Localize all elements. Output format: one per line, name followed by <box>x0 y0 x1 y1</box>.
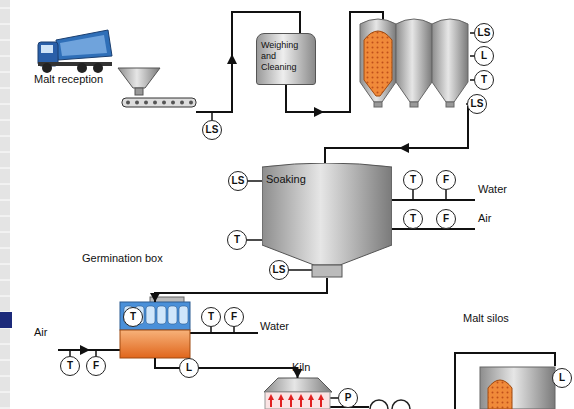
sensor-code: LS <box>471 99 484 109</box>
sensor-circle: F <box>436 170 456 190</box>
sensor-circle: T <box>403 170 423 190</box>
sensor-code: LS <box>273 265 286 275</box>
sensor-circle: T <box>60 356 80 376</box>
sensor-code: T <box>67 361 73 371</box>
sensor-circle: T <box>227 230 247 250</box>
sensor-code: L <box>186 363 192 373</box>
sensor-code: LS <box>206 125 219 135</box>
sensor-code: L <box>481 51 487 61</box>
pipe-connector <box>155 358 303 378</box>
node-title: Germination box <box>82 252 163 264</box>
process-label: Malt silos <box>463 312 509 324</box>
sensor-circle: L <box>552 368 572 388</box>
sensor-code: F <box>443 214 449 224</box>
node-title: Kiln <box>292 361 310 373</box>
sensor-code: LS <box>232 176 245 186</box>
pipe-connector <box>150 278 327 302</box>
sensor-code: L <box>559 373 565 383</box>
weigh-node: Weighing and Cleaning <box>256 33 316 85</box>
sensor-circle: F <box>86 356 106 376</box>
sensor-circle: T <box>123 307 143 327</box>
process-label: Malt reception <box>34 73 103 85</box>
sensor-circle: L <box>179 358 199 378</box>
sensor-circle: LS <box>202 120 222 140</box>
sensor-code: F <box>443 175 449 185</box>
sensor-circle: F <box>224 307 244 327</box>
process-label: Water <box>260 320 289 332</box>
sensor-code: T <box>208 312 214 322</box>
sensor-circle: T <box>403 209 423 229</box>
sensor-code: T <box>410 214 416 224</box>
sensor-code: T <box>234 235 240 245</box>
kiln-node: Kiln <box>265 378 330 409</box>
sensor-code: T <box>130 312 136 322</box>
sensor-circle: LS <box>269 260 289 280</box>
sensor-circle: F <box>436 209 456 229</box>
node-title: Soaking <box>266 173 306 185</box>
sensor-code: F <box>93 361 99 371</box>
node-title: Weighing and Cleaning <box>261 40 307 73</box>
sensor-circle: LS <box>467 94 487 114</box>
sensor-code: T <box>481 75 487 85</box>
sensor-circle: T <box>474 70 494 90</box>
process-label: Air <box>478 212 491 224</box>
sensor-code: F <box>231 312 237 322</box>
sensor-circle: T <box>201 307 221 327</box>
sensor-code: LS <box>478 28 491 38</box>
process-label: Water <box>478 183 507 195</box>
sensor-code: P <box>345 393 352 403</box>
sensor-circle: L <box>474 46 494 66</box>
sensor-circle: P <box>338 388 358 408</box>
sensor-code: T <box>410 175 416 185</box>
process-label: Air <box>34 326 47 338</box>
sensor-circle: LS <box>474 23 494 43</box>
sensor-circle: LS <box>228 171 248 191</box>
